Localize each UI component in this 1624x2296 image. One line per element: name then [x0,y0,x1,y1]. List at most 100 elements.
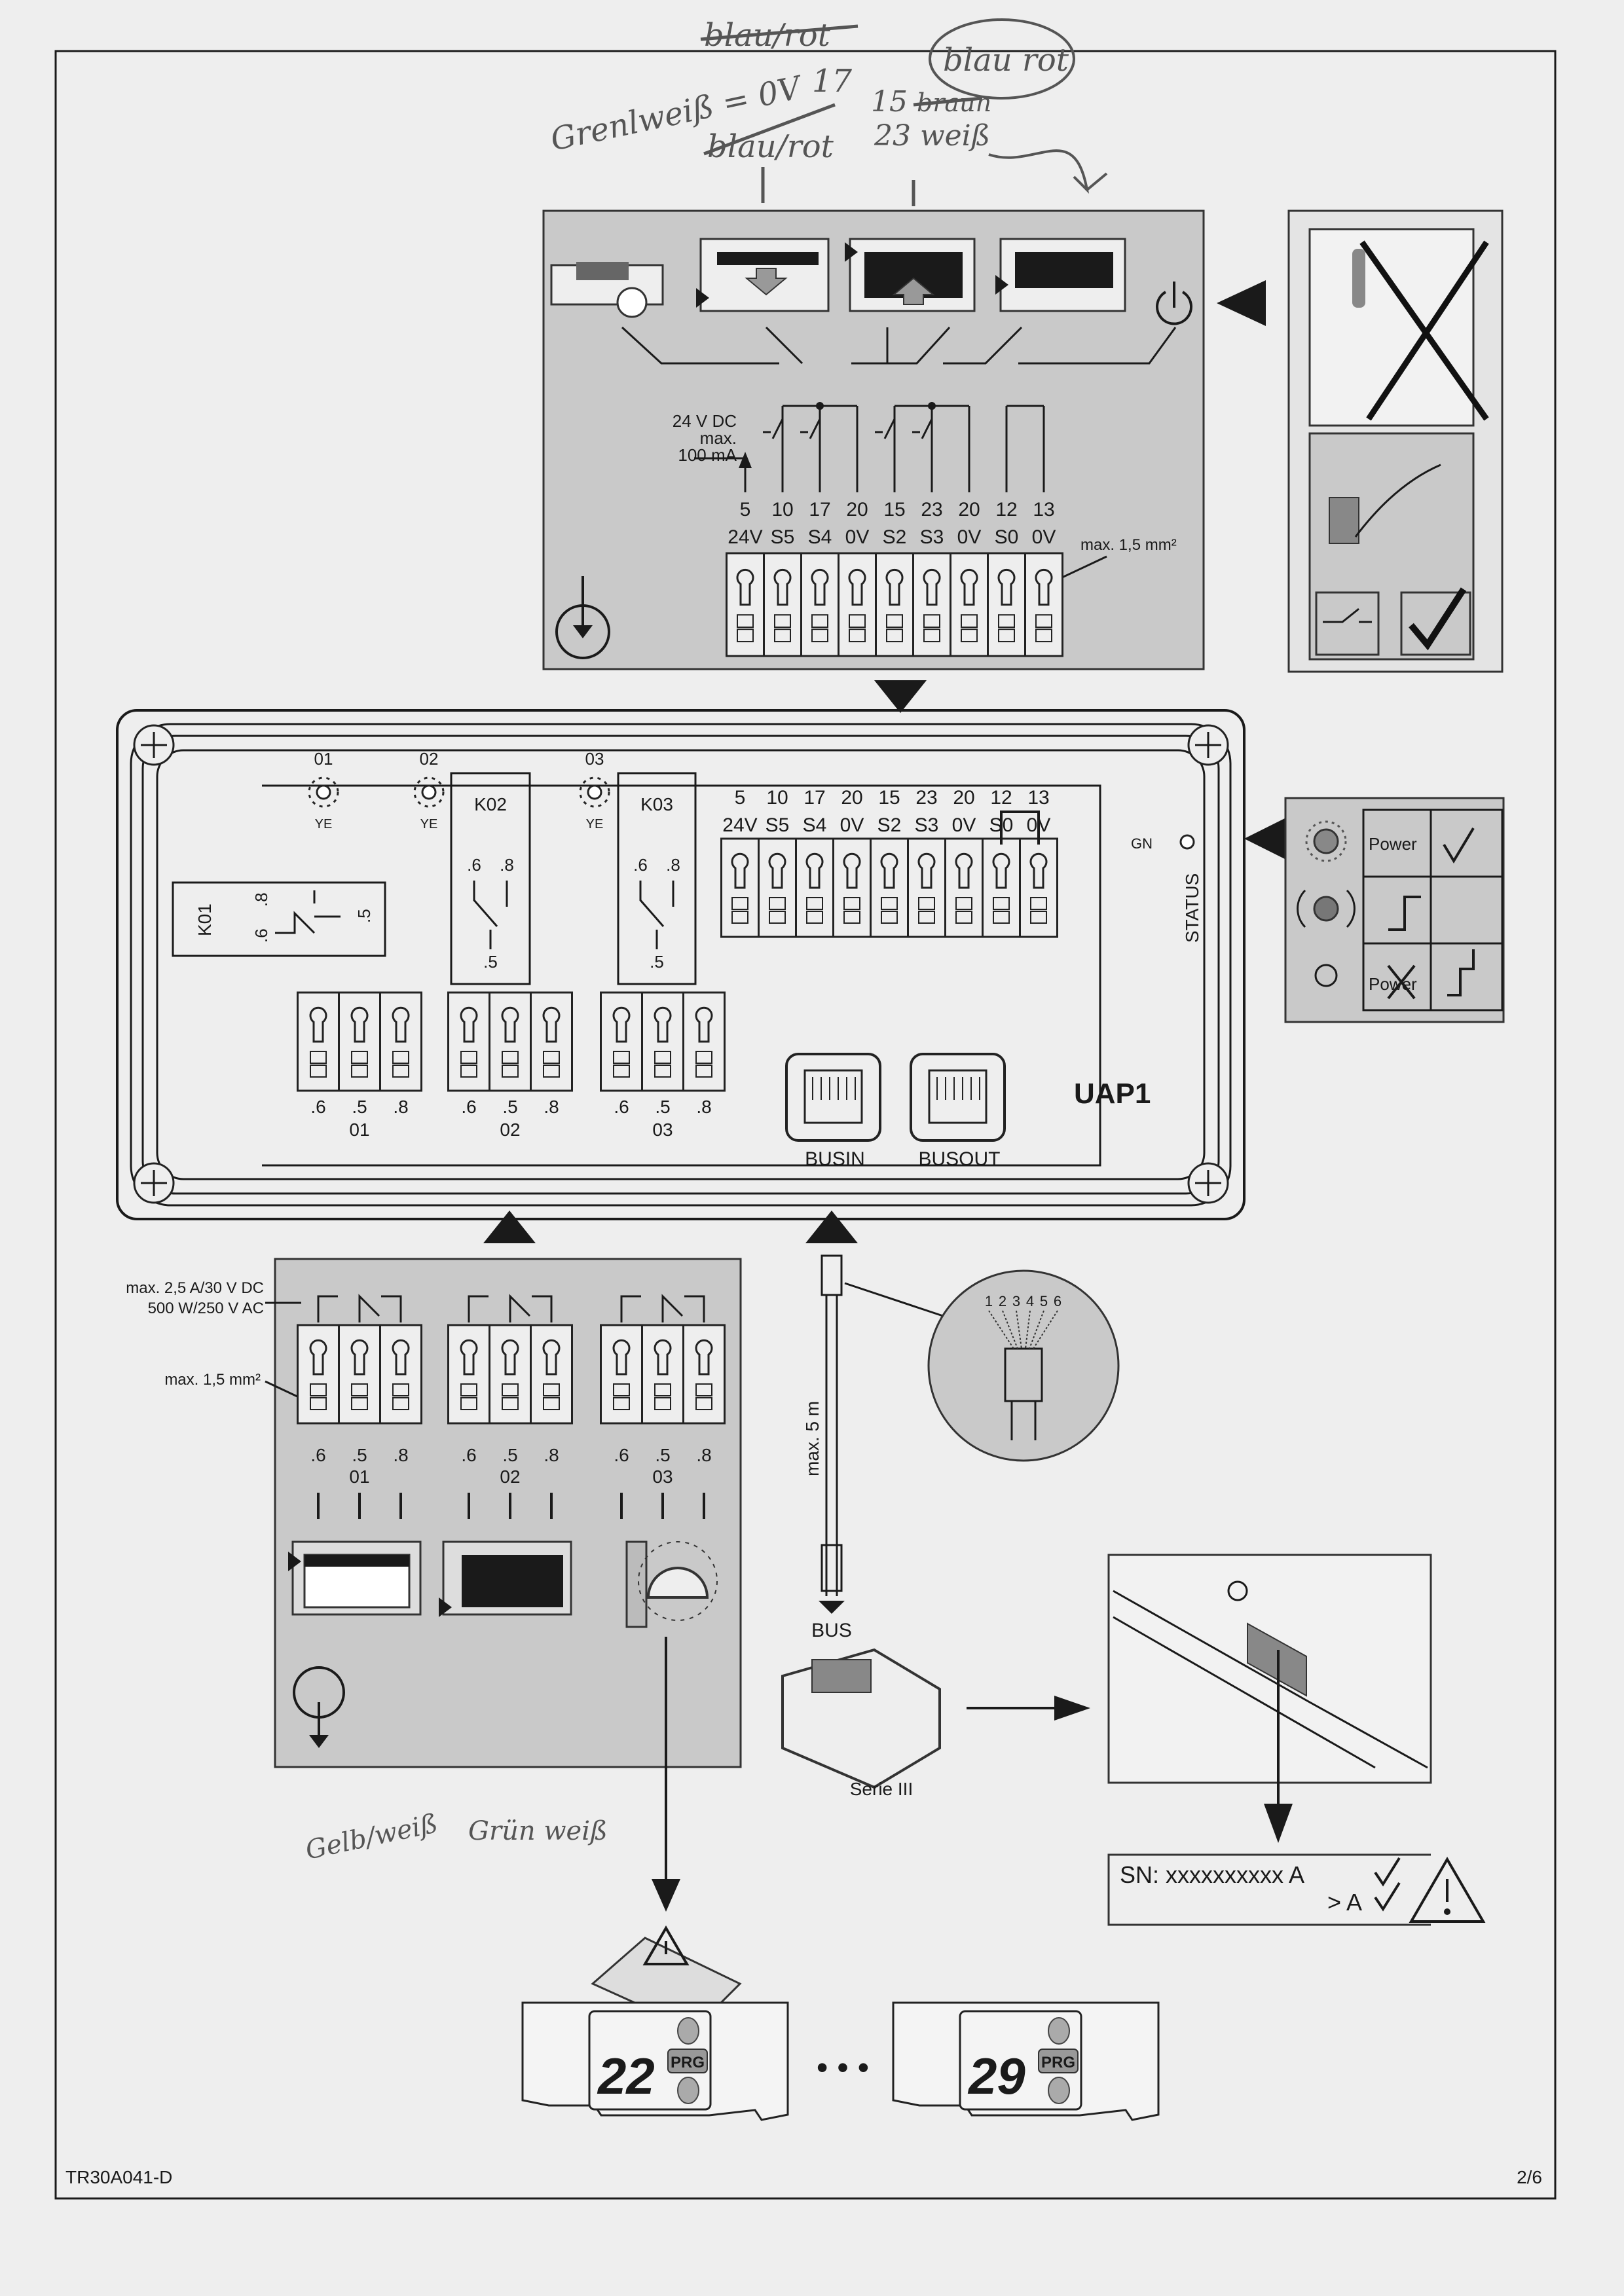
relay-terminal-label: .5 [502,1097,517,1117]
page-number: 2/6 [1517,2167,1542,2187]
pin-number: 3 [1012,1293,1020,1309]
pin-number: 6 [1054,1293,1061,1309]
port-busin-label: BUSIN [805,1148,865,1170]
clamp-icon [960,568,978,606]
clamp-icon [309,1339,327,1376]
pulse-icon [1388,896,1421,931]
clamp-icon [460,1339,478,1376]
arrow-down-icon [874,680,927,713]
clamp-icon [542,1006,561,1043]
serial-line1: SN: xxxxxxxxxx A [1120,1861,1304,1888]
relay-k01 [172,881,386,957]
terminal-label: 0V [845,526,870,548]
prg-button-label: PRG [671,2054,705,2071]
hw-line1-num: 17 [812,63,853,100]
supply-label-line3: 100 mA [678,445,737,465]
terminal-number: 17 [803,787,825,809]
terminal-label: 0V [952,814,976,836]
relay-contact: .8 [666,855,680,875]
relay-k01-c2: .8 [251,892,271,907]
ellipsis: • • • [817,2049,869,2086]
status-led-color: GN [1131,835,1153,852]
clamp-icon [460,1006,478,1043]
clamp-icon [848,568,866,606]
terminal-number: 20 [841,787,862,809]
clamp-icon [542,1339,561,1376]
cross-icon [1359,240,1489,421]
prg-button[interactable] [667,2049,708,2073]
prg-button[interactable] [1038,2049,1079,2073]
terminal-label: 0V [1032,526,1056,548]
terminal-label: S3 [920,526,944,548]
terminal-number: 10 [766,787,788,809]
status-legend-panel: Power Power [1284,797,1505,1023]
led-number: 02 [420,749,439,769]
down-button[interactable] [677,2077,699,2104]
clamp-icon [992,852,1010,889]
terminal-number: 17 [809,499,830,520]
rating-line2: 500 W/250 V AC [148,1300,264,1317]
lamp-icon [550,262,664,318]
housing-outer [116,709,1246,1220]
led-number: 01 [314,749,333,769]
relay-k02 [450,772,531,985]
clamp-icon [805,852,824,889]
supply-label-line1: 24 V DC [673,411,737,431]
pulse-icon [1447,949,1475,996]
relay-terminal-label: .8 [393,1097,408,1117]
input-terminals-panel: 24 V DC max. 100 mA max. 1,5 mm² 524V10S… [542,210,1266,670]
relay-terminal-label: .5 [655,1445,670,1465]
clamp-icon [612,1006,631,1043]
led-icon [421,784,437,800]
relay-contact: .6 [633,855,648,875]
relay-output-label: 02 [500,1120,520,1140]
led-icon [587,784,602,800]
door-stop-icon [995,238,1126,312]
terminal-slot[interactable] [641,1324,684,1425]
rating-line1: max. 2,5 A/30 V DC [126,1279,264,1297]
relay-name: K03 [640,794,673,814]
connection-lines [621,326,1177,365]
terminal-number: 20 [846,499,868,520]
up-button[interactable] [1048,2017,1070,2045]
relay-output-label: 03 [652,1467,673,1487]
relay-terminal-label: .5 [655,1097,670,1117]
relay-terminal-label: .6 [461,1097,476,1117]
terminal-slot[interactable] [832,837,872,938]
terminal-number: 20 [953,787,974,809]
check-icon [1443,827,1475,864]
clamp-icon [843,852,861,889]
relay-terminal-label: .8 [696,1445,711,1465]
hw-under-02: Grün weiß [468,1816,608,1846]
rj-plug [821,1254,843,1296]
seven-segment-display: 22 [597,2047,655,2105]
busin-port[interactable] [785,1053,881,1142]
busout-port[interactable] [910,1053,1006,1142]
led-on-icon [1305,820,1347,862]
clamp-icon [309,1006,327,1043]
terminal-label: 24V [728,526,762,548]
door-open-icon [696,238,830,312]
strike-line [703,103,836,156]
relay-k01-c3: .5 [354,909,374,923]
terminal-number: 10 [771,499,793,520]
switch-symbol [875,418,896,439]
check-icon [1409,587,1467,651]
pin-number: 1 [985,1293,993,1309]
relay-output-label: 01 [349,1467,369,1487]
terminal-label: S4 [803,814,827,836]
relay-terminal-label: .6 [461,1445,476,1465]
power-icon [1156,282,1192,325]
switch-symbol [800,418,821,439]
relay-contact-symbol [620,1294,705,1322]
down-button[interactable] [1048,2077,1070,2104]
led-color: YE [586,817,604,831]
power-on-label: Power [1369,834,1417,854]
relay-terminal-label: .8 [393,1445,408,1465]
clamp-icon [773,568,792,606]
led-color: YE [420,817,438,831]
up-button[interactable] [677,2017,699,2045]
check-icon [1374,1857,1401,1912]
terminal-slot[interactable] [530,991,573,1092]
